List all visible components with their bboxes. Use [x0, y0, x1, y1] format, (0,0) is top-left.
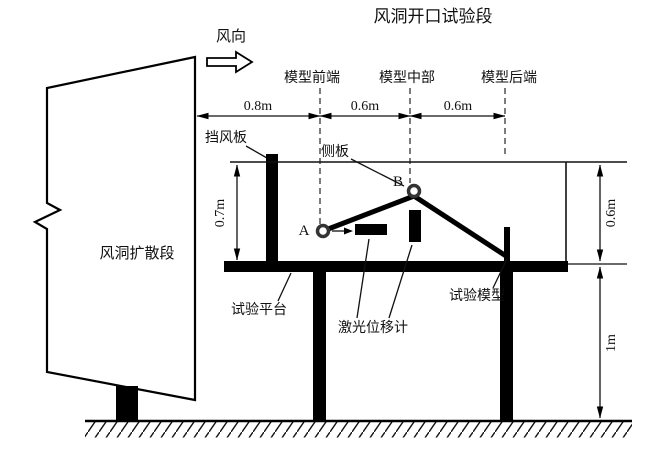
- model-roof-left-slope: [322, 193, 415, 234]
- wind-direction-arrow-icon: [206, 50, 254, 74]
- point-a-label: A: [299, 223, 310, 239]
- dimension-rear-width: 0.6m: [444, 99, 473, 114]
- wind-deflector-board: [266, 154, 278, 264]
- model-roof-right-slope: [412, 193, 508, 259]
- ground-hatching: [85, 421, 632, 438]
- diagram-title: 风洞开口试验段: [374, 7, 493, 26]
- point-a-arrow-icon: [344, 227, 353, 235]
- diffuser-section-outline: [32, 55, 197, 402]
- test-platform-label: 试验平台: [231, 302, 287, 318]
- laser-meter-vertical: [409, 210, 421, 242]
- wind-direction-label: 风向: [216, 28, 246, 45]
- dimension-middle-width: 0.6m: [351, 99, 380, 114]
- dimension-front-width: 0.8m: [244, 99, 273, 114]
- laser-meter-label: 激光位移计: [338, 319, 408, 336]
- point-b-label: B: [393, 174, 403, 190]
- model-middle-label: 模型中部: [379, 70, 435, 86]
- side-plate-label: 侧板: [321, 144, 349, 160]
- test-model-leader: [492, 258, 508, 289]
- test-platform-leader: [277, 272, 292, 302]
- platform-leg-left: [313, 272, 326, 421]
- laser-meter-horizontal: [355, 224, 387, 235]
- test-platform-deck: [224, 261, 568, 272]
- wind-deflector-label: 挡风板: [205, 130, 247, 146]
- wind-deflector-leader: [245, 145, 268, 159]
- diffuser-section-label: 风洞扩散段: [99, 245, 174, 262]
- platform-leg-right: [500, 272, 513, 421]
- diffuser-foot: [116, 386, 138, 421]
- dimension-model-height: 0.6m: [604, 199, 619, 228]
- dimension-section-height: 0.7m: [213, 199, 228, 228]
- point-b-marker: [406, 183, 422, 199]
- point-a-marker: [315, 223, 331, 239]
- model-rear-label: 模型后端: [481, 70, 537, 86]
- side-plate-leader: [350, 158, 405, 187]
- test-model-label: 试验模型: [449, 288, 505, 304]
- laser-meter-leader-right: [388, 244, 413, 319]
- dimension-platform-height: 1m: [604, 334, 619, 352]
- model-front-label: 模型前端: [284, 69, 340, 86]
- laser-meter-leader-left: [356, 238, 370, 319]
